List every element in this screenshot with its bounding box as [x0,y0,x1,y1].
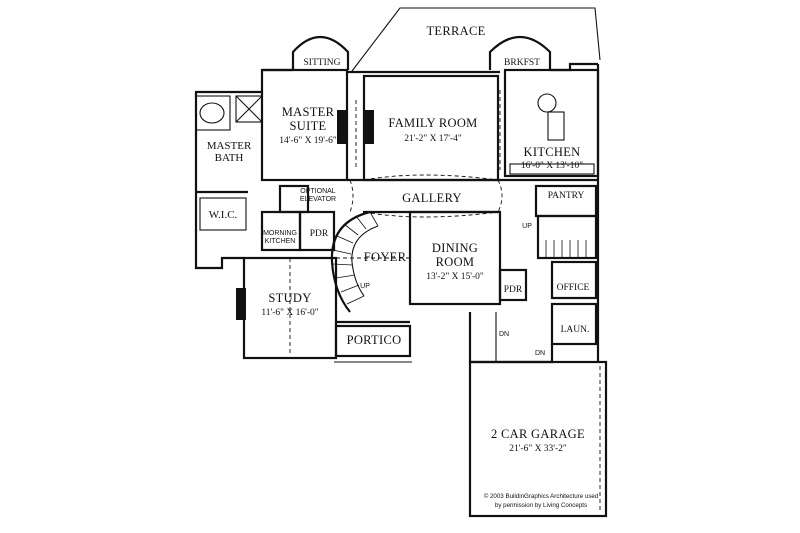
back-stair-treads [545,240,587,258]
family-fireplace [364,110,374,144]
spiral-stair-outer [330,210,371,313]
study-size: 11'-6" X 16'-0" [261,307,319,318]
garage-size: 21'-6" X 33'-2" [509,443,567,454]
dining-line2: ROOM [435,255,475,270]
portico-label: PORTICO [346,333,402,348]
master-suite-line1: MASTER [281,105,335,120]
garage-label: 2 CAR GARAGE [491,427,585,442]
dn-right: DN [534,350,546,358]
study-fireplace [236,288,246,320]
pantry-label: PANTRY [547,190,585,201]
office-label: OFFICE [556,282,590,293]
dn-left: DN [498,331,510,339]
master-bath-line1: MASTER [206,139,252,152]
dining-line1: DINING [431,241,479,256]
pdr-left-box [298,210,336,252]
tub-basin [199,102,225,124]
terrace-outline [351,7,601,72]
garage-walls [468,360,608,518]
foyer-label: FOYER [363,250,407,265]
up-stair-back: UP [522,223,532,231]
breakfast-bay [488,36,552,70]
brkfst-label: BRKFST [504,57,540,68]
morning-kitchen-line2: KITCHEN [264,238,296,246]
pdr-left-label: PDR [309,228,329,239]
kitchen-island [547,111,565,141]
arch-dashes [289,90,503,356]
up-stair-main: UP [360,283,370,291]
sitting-bay [291,36,350,70]
spiral-stair-inner [351,225,379,297]
copyright-line2: by permission by Living Concepts [494,501,588,509]
tub [195,95,231,131]
pdr-right-label: PDR [503,284,523,295]
family-room-label: FAMILY ROOM [388,116,478,131]
master-fireplace [337,110,347,144]
pdr-right-walls [498,268,528,302]
wic-room [199,197,247,231]
shower-x2 [235,95,263,123]
gallery-label: GALLERY [402,191,462,206]
study-label: STUDY [268,291,312,306]
laun-label: LAUN. [560,324,590,335]
master-bath-walls [194,90,262,270]
terrace-label: TERRACE [426,24,486,39]
kitchen-label: KITCHEN [523,145,581,160]
copyright-line1: © 2003 BuildinGraphics Architecture used [483,492,599,500]
laundry-walls [550,302,598,346]
optional-elevator-line1: OPTIONAL [300,188,336,196]
sitting-label: SITTING [303,57,341,68]
kitchen-size: 16'-0" X 13'-10" [520,160,584,171]
breakfast-table [537,93,557,113]
kitchen-counter [509,163,595,175]
optional-elevator-line2: ELEVATOR [299,196,337,204]
shower [235,95,263,123]
wic-label: W.I.C. [208,208,238,221]
master-suite-size: 14'-6" X 19'-6" [279,135,337,146]
dining-size: 13'-2" X 15'-0" [426,271,484,282]
office-walls [550,260,598,300]
family-room-size: 21'-2" X 17'-4" [404,133,462,144]
back-stair [536,214,598,260]
master-bath-line2: BATH [214,151,244,164]
morning-kitchen-line1: MORNING [263,230,297,238]
master-suite-line2: SUITE [289,119,327,134]
portico-walls [334,324,412,358]
